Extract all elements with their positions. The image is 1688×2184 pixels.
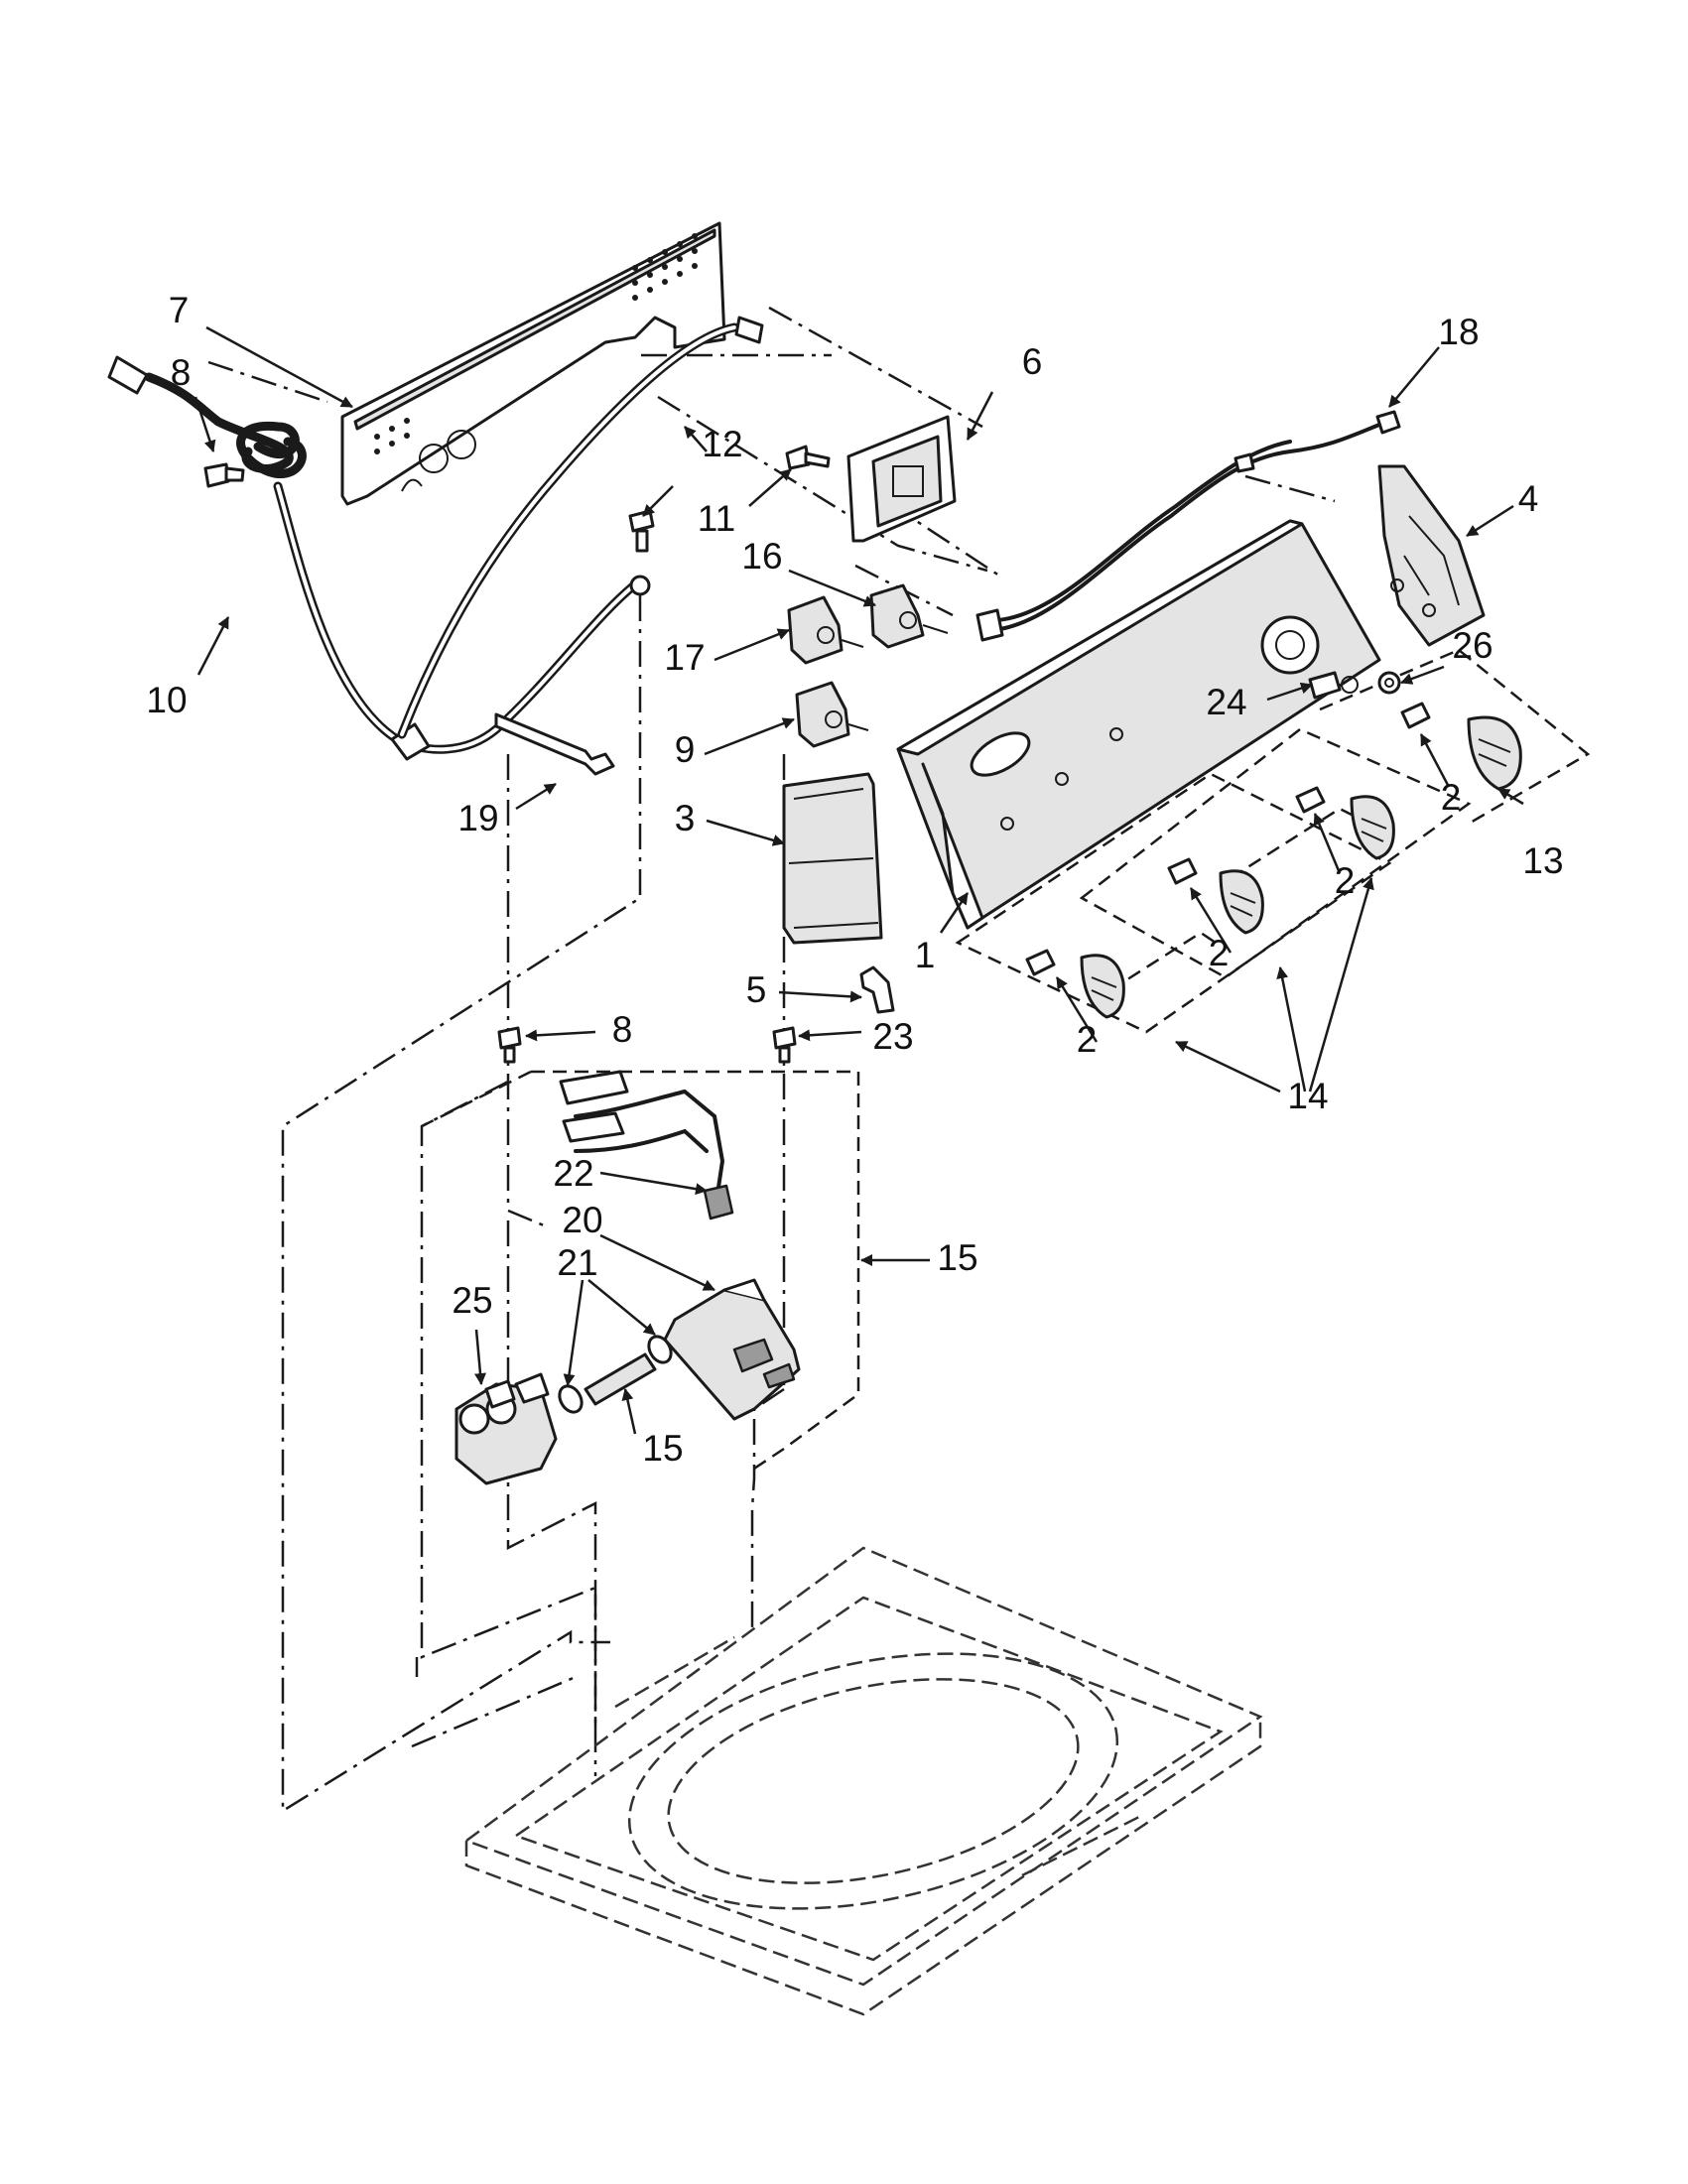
callout-9: 9: [675, 729, 696, 770]
callout-4: 4: [1518, 478, 1539, 519]
part-24-bushing: [1308, 671, 1342, 700]
callout-7: 7: [169, 290, 190, 330]
part-2-knob-group-1: [1025, 949, 1125, 1019]
vent-holes: [374, 233, 698, 454]
callout-18: 19: [457, 798, 498, 838]
part-11-power-cord: [107, 355, 651, 761]
part-4-end-cap: [1377, 464, 1486, 647]
part-26-washer: [1377, 671, 1401, 695]
part-25-inlet-valve: [454, 1372, 558, 1485]
callout-2: 2: [1209, 933, 1230, 973]
callout-6: 6: [1022, 341, 1043, 382]
part-22-valve-harness: [559, 1070, 734, 1220]
part-6-control-board: [846, 415, 957, 543]
part-16-harness: [975, 410, 1401, 642]
valve-assembly-boundary: [421, 1070, 860, 1471]
callout-17: 15: [937, 1237, 977, 1278]
callout-14: 14: [1287, 1076, 1328, 1116]
assembly-lines: [207, 306, 1336, 1814]
callout-26: 26: [1452, 625, 1493, 666]
callout-5: 5: [746, 969, 767, 1010]
callout-25: 25: [452, 1280, 492, 1321]
callout-15: 17: [664, 637, 705, 678]
callout-20: 15: [642, 1428, 683, 1469]
part-15-switch-upper: [869, 583, 949, 649]
callout-23: 23: [872, 1016, 913, 1057]
base-frame: [463, 1546, 1263, 2016]
callout-19: 20: [562, 1200, 602, 1240]
callout-21: 21: [557, 1242, 597, 1283]
part-8-screw-lower: [497, 1026, 522, 1064]
part-10-screw: [785, 445, 831, 470]
part-21-clamp-right: [647, 1335, 673, 1364]
callout-22: 22: [553, 1153, 593, 1194]
callout-10: 11: [698, 498, 735, 539]
callout-16: 18: [1438, 312, 1479, 352]
part-2-knob-group-3: [1295, 786, 1395, 860]
leaders: [194, 325, 1524, 1435]
callout-8: 8: [171, 352, 192, 393]
callout-8: 8: [612, 1009, 633, 1050]
part-15-switch-lower: [787, 595, 864, 665]
part-20-hose: [584, 1352, 657, 1406]
callout-2: 2: [1441, 777, 1462, 818]
part-7-rear-panel: [340, 221, 726, 506]
callout-24: 24: [1206, 682, 1246, 722]
callouts: 7 8 12 6 18 11 4 16 17 26 10 24 9 3 2 19…: [146, 290, 1563, 1469]
part-2-knob-group-2: [1167, 857, 1264, 935]
part-8-screw-top: [203, 462, 245, 488]
part-23-screw: [772, 1026, 797, 1064]
part-3-cover: [782, 772, 883, 945]
callout-13: 13: [1522, 840, 1563, 881]
callout-15: 16: [741, 536, 782, 577]
callout-3: 3: [675, 798, 696, 838]
part-1-console: [896, 519, 1381, 930]
part-2-knob-group-4: [1400, 702, 1522, 791]
callout-11: 10: [146, 680, 187, 720]
part-21-clamp-left: [558, 1384, 584, 1414]
part-5-clip: [859, 965, 895, 1014]
part-9-switch: [795, 681, 869, 748]
callout-1: 1: [915, 935, 936, 975]
part-12-ground-screw: [628, 509, 655, 553]
callout-12: 12: [702, 424, 742, 464]
part-12-wire-harness: [397, 316, 764, 739]
part-18-cable-tie: [494, 712, 615, 776]
part-19-valve-body: [663, 1278, 801, 1421]
callout-2: 2: [1335, 860, 1356, 901]
callout-2: 2: [1077, 1019, 1098, 1060]
